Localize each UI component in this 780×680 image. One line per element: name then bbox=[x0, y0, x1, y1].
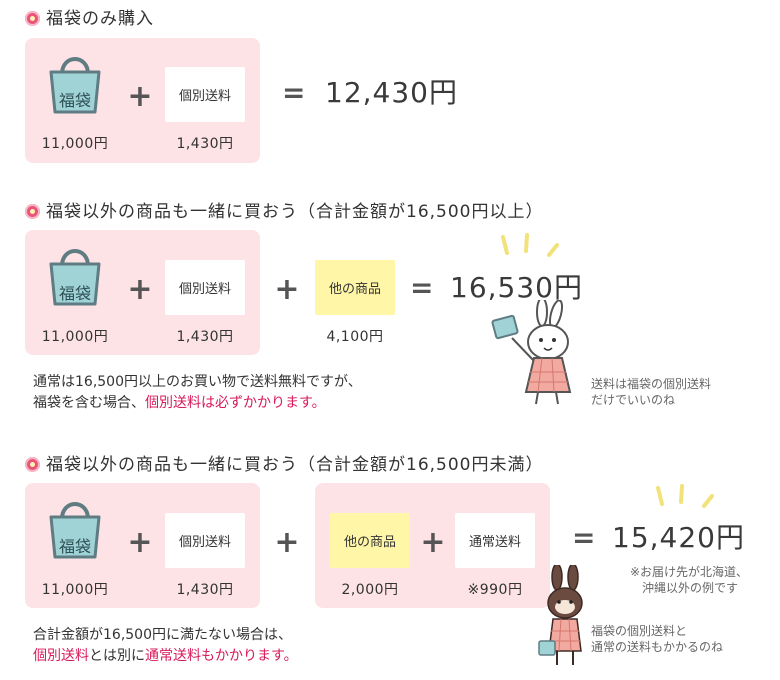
note-emphasis: 個別送料 bbox=[33, 648, 89, 664]
note-text: 福袋を含む場合、 bbox=[33, 395, 145, 411]
bag-price: 11,000円 bbox=[41, 329, 109, 345]
section1-heading: 福袋のみ購入 bbox=[25, 4, 154, 29]
section3-note: 合計金額が16,500円に満たない場合は、 個別送料とは別に通常送料もかかります… bbox=[33, 625, 298, 667]
other-items-card: 他の商品 bbox=[330, 513, 410, 568]
section2-heading-text: 福袋以外の商品も一緒に買おう（合計金額が16,500円以上） bbox=[46, 202, 544, 222]
side-note-line: だけでいいのね bbox=[591, 393, 676, 407]
shipping-label: 個別送料 bbox=[178, 535, 231, 550]
bag-label: 福袋 bbox=[58, 284, 91, 303]
fukubukuro-bag-icon bbox=[46, 48, 104, 116]
flower-icon bbox=[25, 11, 40, 26]
note-text: とは別に bbox=[89, 648, 145, 664]
section1-total: 12,430円 bbox=[325, 76, 458, 109]
section3-side-note: 福袋の個別送料と 通常の送料もかかるのね bbox=[591, 623, 723, 655]
plus-icon: + bbox=[420, 525, 446, 560]
footnote-line: 沖縄以外の例です bbox=[642, 581, 739, 595]
section3-total: 15,420円 bbox=[612, 521, 745, 554]
section2-heading: 福袋以外の商品も一緒に買おう（合計金額が16,500円以上） bbox=[25, 197, 543, 222]
normal-shipping-label: 通常送料 bbox=[468, 535, 521, 550]
shipping-card: 個別送料 bbox=[165, 260, 245, 315]
side-note-line: 福袋の個別送料と bbox=[591, 624, 688, 638]
normal-shipping-price: ※990円 bbox=[467, 582, 523, 598]
flower-icon bbox=[25, 204, 40, 219]
shipping-price: 1,430円 bbox=[176, 136, 234, 152]
note-emphasis: 個別送料は必ずかかります。 bbox=[145, 395, 326, 411]
plus-icon: + bbox=[274, 272, 300, 307]
footnote-line: ※お届け先が北海道、 bbox=[630, 565, 749, 579]
plus-icon: + bbox=[274, 525, 300, 560]
side-note-line: 通常の送料もかかるのね bbox=[591, 640, 724, 654]
shipping-card: 個別送料 bbox=[165, 513, 245, 568]
section2-total: 16,530円 bbox=[450, 271, 583, 304]
equals-icon: = bbox=[572, 521, 596, 554]
plus-icon: + bbox=[127, 272, 153, 307]
side-note-line: 送料は福袋の個別送料 bbox=[591, 377, 712, 391]
other-items-label: 他の商品 bbox=[343, 535, 396, 550]
equals-icon: = bbox=[282, 76, 306, 109]
fukubukuro-bag-icon bbox=[46, 493, 104, 561]
other-items-card: 他の商品 bbox=[315, 260, 395, 315]
section3-heading-text: 福袋以外の商品も一緒に買おう（合計金額が16,500円未満） bbox=[46, 455, 544, 475]
sparkle-icon bbox=[501, 233, 559, 257]
section2-side-note: 送料は福袋の個別送料 だけでいいのね bbox=[591, 376, 711, 408]
shipping-price: 1,430円 bbox=[176, 582, 234, 598]
plus-icon: + bbox=[127, 79, 153, 114]
note-line: 通常は16,500円以上のお買い物で送料無料ですが、 bbox=[33, 374, 362, 390]
bag-price: 11,000円 bbox=[41, 136, 109, 152]
note-line: 合計金額が16,500円に満たない場合は、 bbox=[33, 627, 292, 643]
fukubukuro-bag-icon bbox=[46, 240, 104, 308]
other-items-price: 4,100円 bbox=[326, 329, 384, 345]
total-footnote: ※お届け先が北海道、 沖縄以外の例です bbox=[630, 564, 748, 596]
shipping-price: 1,430円 bbox=[176, 329, 234, 345]
note-emphasis: 通常送料もかかります。 bbox=[145, 648, 298, 664]
note-line: 福袋を含む場合、個別送料は必ずかかります。 bbox=[33, 393, 362, 414]
shipping-label: 個別送料 bbox=[178, 282, 231, 297]
shipping-label: 個別送料 bbox=[178, 89, 231, 104]
shipping-card: 個別送料 bbox=[165, 67, 245, 122]
note-line: 個別送料とは別に通常送料もかかります。 bbox=[33, 646, 298, 667]
sparkle-icon bbox=[656, 484, 714, 508]
equals-icon: = bbox=[410, 271, 434, 304]
rabbit-character-icon bbox=[491, 300, 572, 405]
section1-heading-text: 福袋のみ購入 bbox=[46, 9, 154, 29]
section3-heading: 福袋以外の商品も一緒に買おう（合計金額が16,500円未満） bbox=[25, 450, 543, 475]
rabbit-character-icon bbox=[538, 565, 583, 665]
flower-icon bbox=[25, 457, 40, 472]
plus-icon: + bbox=[127, 525, 153, 560]
bag-price: 11,000円 bbox=[41, 582, 109, 598]
other-items-label: 他の商品 bbox=[328, 282, 381, 297]
normal-shipping-card: 通常送料 bbox=[455, 513, 535, 568]
bag-label: 福袋 bbox=[58, 537, 91, 556]
bag-label: 福袋 bbox=[58, 91, 91, 110]
section2-note: 通常は16,500円以上のお買い物で送料無料ですが、 福袋を含む場合、個別送料は… bbox=[33, 372, 362, 414]
other-items-price: 2,000円 bbox=[341, 582, 399, 598]
